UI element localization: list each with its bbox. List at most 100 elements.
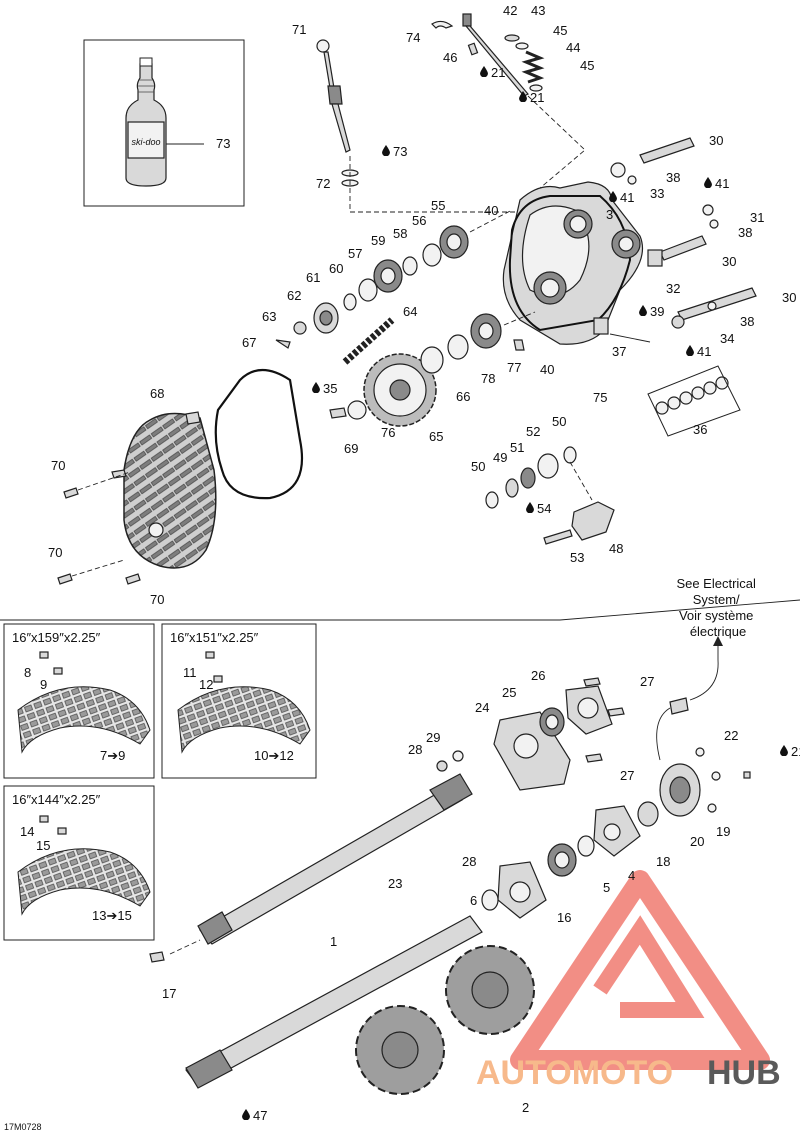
- callout-number: 15: [36, 838, 50, 853]
- callout-number: 21: [530, 90, 544, 105]
- callout-c14: 14: [20, 824, 34, 839]
- callout-c45a: 45: [553, 23, 567, 38]
- callout-number: 26: [531, 668, 545, 683]
- callout-number: 68: [150, 386, 164, 401]
- callout-c55: 55: [431, 198, 445, 213]
- callout-c69: 69: [344, 441, 358, 456]
- tensioner-assembly: [485, 446, 615, 545]
- callout-c28b: 28: [462, 854, 476, 869]
- callout-number: 33: [650, 186, 664, 201]
- callout-number: 14: [20, 824, 34, 839]
- callout-number: 57: [348, 246, 362, 261]
- section-divider: [0, 599, 800, 621]
- callout-number: 50: [471, 459, 485, 474]
- callout-c73: 73: [216, 136, 230, 151]
- callout-number: 59: [371, 233, 385, 248]
- callout-number: 74: [406, 30, 420, 45]
- tensioner-rod: [431, 13, 586, 206]
- callout-number: 38: [740, 314, 754, 329]
- oil-drop-icon: [704, 177, 712, 188]
- callout-c39: 39: [639, 304, 664, 319]
- callout-number: 18: [656, 854, 670, 869]
- callout-c3: 3: [606, 207, 613, 222]
- callout-c12: 12: [199, 677, 213, 692]
- watermark-text-1: AUTOMOTO: [476, 1054, 673, 1092]
- callout-c70c: 70: [150, 592, 164, 607]
- callout-number: 65: [429, 429, 443, 444]
- oil-drop-icon: [480, 66, 488, 77]
- callout-number: 36: [693, 422, 707, 437]
- callout-c50a: 50: [552, 414, 566, 429]
- callout-number: 73: [216, 136, 230, 151]
- callout-number: 51: [510, 440, 524, 455]
- callout-number: 2: [522, 1100, 529, 1115]
- callout-number: 40: [540, 362, 554, 377]
- callout-number: 23: [388, 876, 402, 891]
- callout-c70a: 70: [51, 458, 65, 473]
- callout-number: 17: [162, 986, 176, 1001]
- callout-c63: 63: [262, 309, 276, 324]
- bearing-housing-stack: [436, 677, 625, 791]
- inset-range-2: 10➔12: [254, 748, 294, 763]
- callout-number: 42: [503, 3, 517, 18]
- callout-c23: 23: [388, 876, 402, 891]
- electrical-reference-arrow: [656, 636, 723, 761]
- oil-drop-icon: [686, 345, 694, 356]
- callout-c75: 75: [593, 390, 607, 405]
- callout-c15: 15: [36, 838, 50, 853]
- jackshaft: [149, 773, 473, 963]
- callout-c45b: 45: [580, 58, 594, 73]
- callout-c43: 43: [531, 3, 545, 18]
- callout-c44: 44: [566, 40, 580, 55]
- callout-c30c: 30: [782, 290, 796, 305]
- callout-c77: 77: [507, 360, 521, 375]
- callout-number: 29: [426, 730, 440, 745]
- callout-c41c: 41: [686, 344, 711, 359]
- callout-number: 19: [716, 824, 730, 839]
- callout-number: 30: [709, 133, 723, 148]
- track-inset-1: [3, 623, 155, 779]
- callout-c71: 71: [292, 22, 306, 37]
- callout-c31: 31: [750, 210, 764, 225]
- callout-number: 72: [316, 176, 330, 191]
- callout-c49: 49: [493, 450, 507, 465]
- callout-number: 75: [593, 390, 607, 405]
- chaincase-housing: [502, 181, 644, 345]
- track-inset-3: [3, 785, 155, 941]
- callout-number: 41: [715, 176, 729, 191]
- dipstick: [316, 39, 520, 213]
- callout-c33: 33: [650, 186, 664, 201]
- callout-number: 78: [481, 371, 495, 386]
- callout-number: 55: [431, 198, 445, 213]
- callout-c50b: 50: [471, 459, 485, 474]
- callout-number: 62: [287, 288, 301, 303]
- callout-c27a: 27: [640, 674, 654, 689]
- callout-c30a: 30: [709, 133, 723, 148]
- callout-number: 54: [537, 501, 551, 516]
- callout-number: 41: [620, 190, 634, 205]
- chaincase-cover: [57, 411, 217, 585]
- callout-c26: 26: [531, 668, 545, 683]
- callout-number: 8: [24, 665, 31, 680]
- oil-drop-icon: [242, 1109, 250, 1120]
- callout-c1: 1: [330, 934, 337, 949]
- oil-drop-icon: [312, 382, 320, 393]
- callout-number: 11: [183, 665, 197, 680]
- oil-bottle-box: ski-doo: [83, 39, 245, 207]
- callout-c58: 58: [393, 226, 407, 241]
- callout-c52: 52: [526, 424, 540, 439]
- callout-number: 35: [323, 381, 337, 396]
- callout-c24: 24: [475, 700, 489, 715]
- callout-c8: 8: [24, 665, 31, 680]
- upper-sprocket-stack: [275, 209, 513, 349]
- callout-number: 4: [628, 868, 635, 883]
- callout-number: 27: [620, 768, 634, 783]
- callout-number: 64: [403, 304, 417, 319]
- callout-c70b: 70: [48, 545, 62, 560]
- callout-number: 71: [292, 22, 306, 37]
- callout-c21c: 21: [780, 744, 800, 759]
- callout-number: 52: [526, 424, 540, 439]
- inset-range-3: 13➔15: [92, 908, 132, 923]
